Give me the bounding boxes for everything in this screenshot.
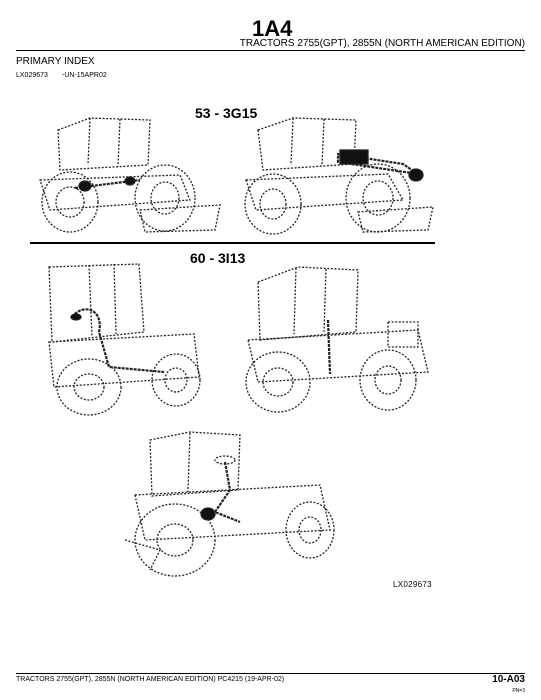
section-label-60[interactable]: 60 - 3I13 xyxy=(190,250,246,266)
tractor-cab-illustration[interactable] xyxy=(238,262,438,417)
footer-text: TRACTORS 2755(GPT), 2855N (NORTH AMERICA… xyxy=(16,676,285,683)
tractor-steering-linkage-illustration[interactable] xyxy=(44,262,204,417)
index-title: PRIMARY INDEX xyxy=(16,56,95,67)
section-divider xyxy=(30,242,435,244)
page-code: 1A4 xyxy=(252,16,293,41)
page-number: 10-A03 xyxy=(492,674,525,685)
header-title: TRACTORS 2755(GPT), 2855N (NORTH AMERICA… xyxy=(239,38,525,49)
index-un-date: -UN-15APR02 xyxy=(62,72,107,79)
header-divider xyxy=(16,50,525,51)
tractor-pto-shaft-illustration[interactable] xyxy=(30,110,230,235)
page-sub-number: PN=3 xyxy=(512,688,525,694)
footer-divider xyxy=(16,673,525,674)
figure-id: LX029673 xyxy=(393,580,432,589)
tractor-drive-axle-illustration[interactable] xyxy=(238,112,438,237)
section-label-53[interactable]: 53 - 3G15 xyxy=(195,105,258,121)
index-lx-code: LX029673 xyxy=(16,72,48,79)
tractor-steering-column-illustration[interactable] xyxy=(120,430,345,580)
